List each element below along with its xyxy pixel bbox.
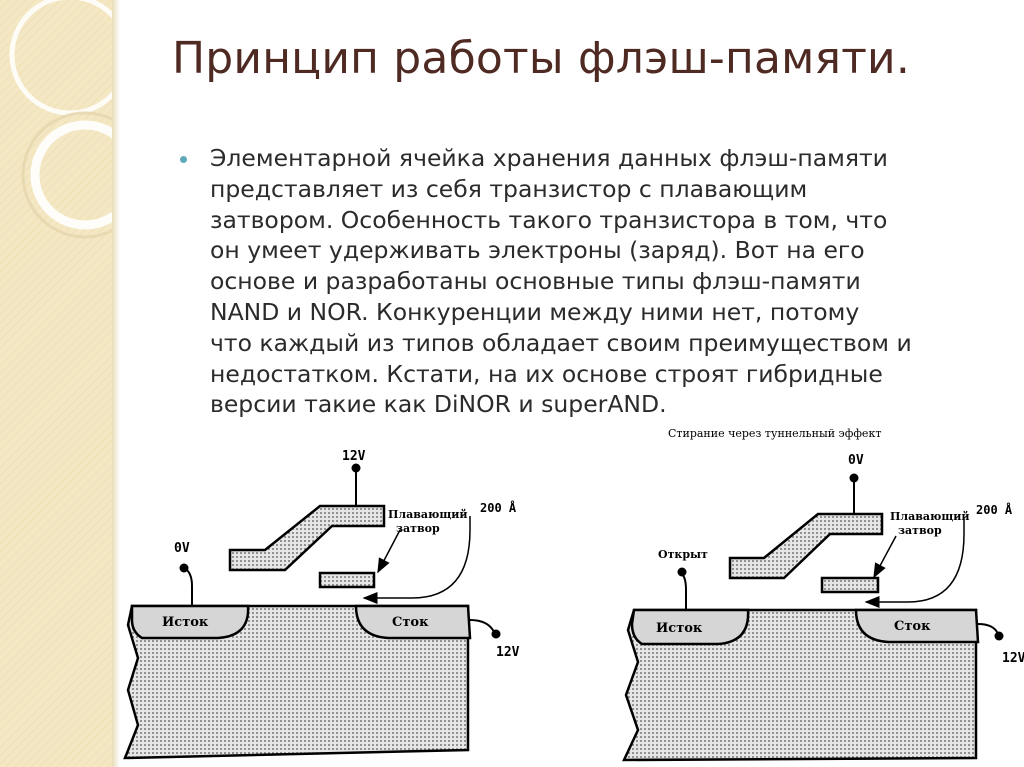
- bullet-line: затвором. Особенность такого транзистора…: [210, 205, 888, 234]
- decorative-band: [0, 0, 112, 767]
- control-gate: [228, 504, 386, 572]
- bullet-line: основе и разработаны основные типы флэш-…: [210, 267, 861, 296]
- source-label: Исток: [162, 615, 209, 630]
- source-voltage-label: 0V: [174, 541, 190, 556]
- floating-gate-label: Плавающий: [890, 510, 970, 523]
- band-edge-shadow: [112, 0, 120, 767]
- decorative-circles: [0, 0, 112, 767]
- programming-diagram: 12V 0V 12V Плавающий затвор 200 Å Исток …: [123, 449, 520, 760]
- floating-gate-label: Плавающий: [388, 508, 468, 521]
- diagram-caption: Стирание через туннельный эффект: [668, 427, 881, 440]
- gate-voltage-label: 12V: [342, 449, 366, 464]
- oxide-thickness-label: 200 Å: [976, 502, 1013, 517]
- drain-region: [354, 604, 472, 640]
- bullet-line: недостатком. Кстати, на их основе строят…: [210, 359, 883, 388]
- source-state-label: Открыт: [658, 548, 708, 561]
- bullet-line: представляет из себя транзистор с плаваю…: [210, 174, 808, 203]
- floating-gate: [820, 576, 880, 594]
- slide-title: Принцип работы флэш-памяти.: [172, 33, 911, 84]
- bullet-icon: [180, 156, 187, 163]
- drain-label: Сток: [392, 615, 429, 630]
- substrate: [123, 604, 470, 760]
- erase-diagram: Стирание через туннельный эффект 0V Откр…: [622, 427, 1024, 762]
- bullet-line: версии такие как DiNOR и superAND.: [210, 390, 667, 419]
- control-gate: [728, 512, 884, 580]
- floating-gate: [318, 571, 376, 589]
- gate-voltage-label: 0V: [848, 453, 864, 468]
- bullet-line: Элементарной ячейка хранения данных флэш…: [210, 144, 888, 172]
- source-region: [130, 604, 250, 640]
- drain-region: [854, 608, 980, 644]
- oxide-thickness-label: 200 Å: [480, 500, 517, 515]
- bullet-line: что каждый из типов обладает своим преим…: [210, 328, 912, 357]
- source-label: Исток: [656, 621, 703, 636]
- substrate: [622, 608, 978, 762]
- bullet-line: NAND и NOR. Конкуренции между ними нет, …: [210, 297, 860, 326]
- drain-label: Сток: [894, 619, 931, 634]
- bullet-line: он умеет удерживать электроны (заряд). В…: [210, 236, 865, 265]
- floating-gate-label: затвор: [898, 524, 942, 537]
- source-region: [630, 608, 750, 646]
- floating-gate-label: затвор: [396, 522, 440, 535]
- drain-voltage-label: 12V: [1002, 651, 1024, 666]
- drain-voltage-label: 12V: [496, 645, 520, 660]
- bullet-paragraph: Элементарной ячейка хранения данных флэш…: [210, 143, 990, 420]
